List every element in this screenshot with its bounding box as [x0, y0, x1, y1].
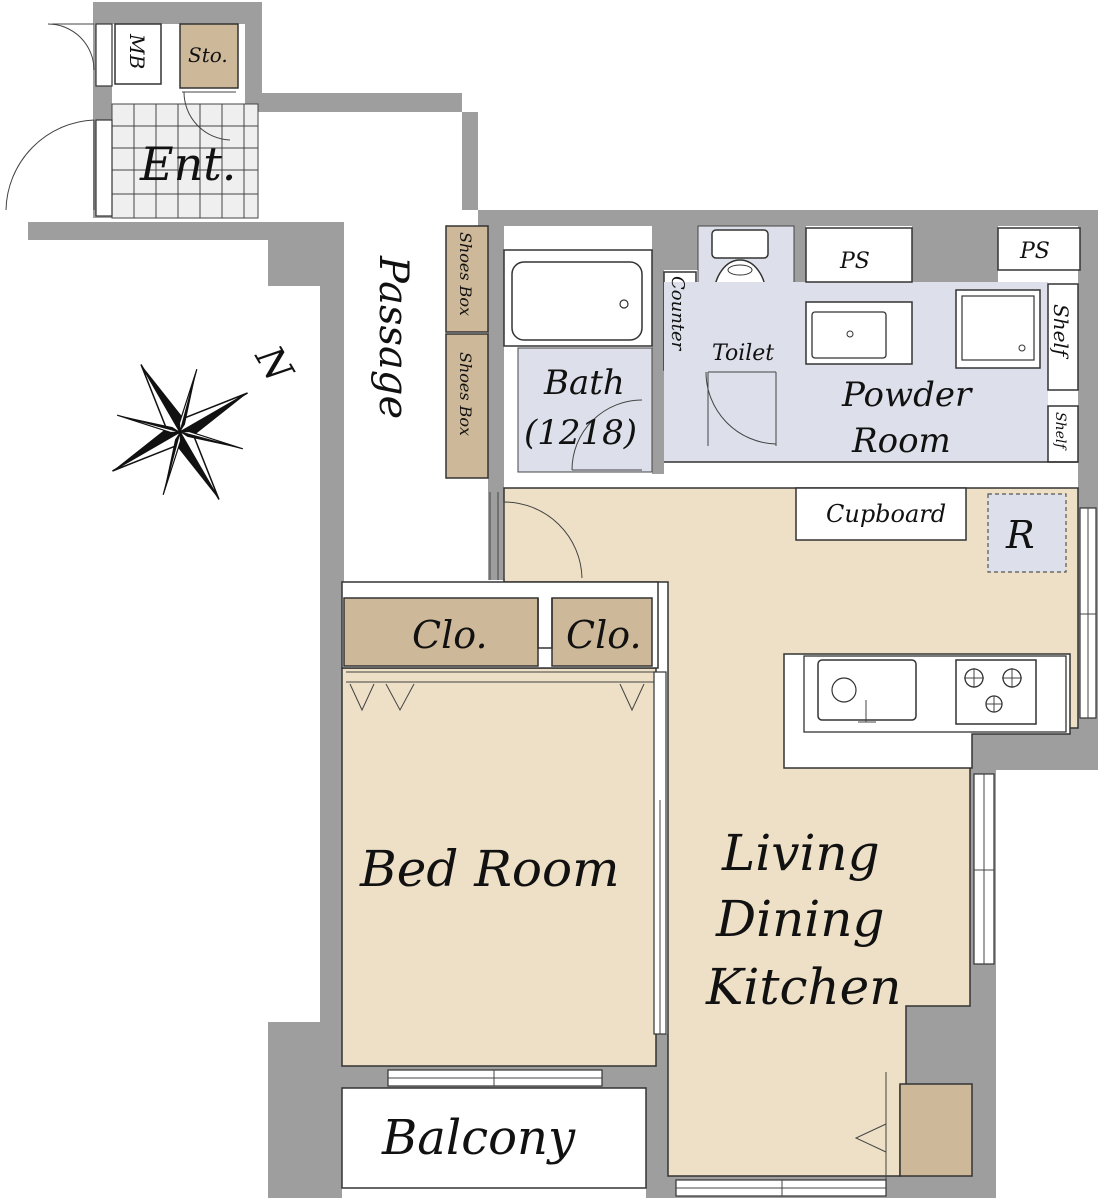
- washbasin-icon: [805, 301, 913, 365]
- shelf-2: [1047, 405, 1079, 463]
- ldk-label-1: Living: [721, 824, 880, 882]
- wall-bottom-left: [268, 1022, 344, 1088]
- balcony-label: Balcony: [381, 1110, 576, 1166]
- powder-room-label-1: Powder: [841, 375, 973, 415]
- shoes-box-2: [445, 333, 489, 479]
- wall-bath-right: [652, 270, 664, 474]
- kitchen-sink-icon: [817, 659, 917, 723]
- closets: [341, 581, 659, 712]
- doors: [5, 23, 777, 580]
- powder-room-label-2: Room: [851, 421, 951, 461]
- wall-bottom-center: [603, 1034, 668, 1198]
- ldk-label-2: Dining: [715, 890, 884, 948]
- shelf-1: [1047, 283, 1079, 391]
- passage-label: Passage: [370, 255, 416, 419]
- wall-bath-left: [488, 226, 504, 474]
- mb-label: MB: [125, 33, 149, 69]
- bath-floor: [517, 347, 653, 473]
- wall-wet-top-pillar-1: [652, 226, 698, 270]
- ps-1-label: PS: [839, 249, 870, 274]
- wall-right-pillar: [906, 1006, 996, 1086]
- shelf-1-label: Shelf: [1049, 304, 1073, 360]
- ldk-storage: [899, 1083, 973, 1177]
- shelf-2-label: Shelf: [1052, 412, 1068, 451]
- wall-left: [28, 222, 344, 1026]
- windows: [95, 23, 1097, 1197]
- wall-balcony-left: [268, 1088, 342, 1198]
- wall-passage-right: [488, 474, 504, 580]
- washing-machine-pan-icon: [955, 289, 1041, 369]
- ps-2-label: PS: [1019, 239, 1050, 264]
- cupboard: [795, 487, 967, 541]
- counter-label: Counter: [667, 276, 688, 352]
- north-label: N: [246, 338, 302, 391]
- shoes-box-1: [445, 225, 489, 333]
- shoes-box-2-label: Shoes Box: [456, 352, 475, 436]
- meter-box: [114, 23, 162, 85]
- ps-box-1: [805, 227, 913, 283]
- entrance-label: Ent.: [139, 137, 236, 191]
- bath-label: Bath: [543, 363, 625, 403]
- entrance-tile: [111, 103, 259, 219]
- bed-room-label: Bed Room: [359, 840, 620, 898]
- refrigerator-label: R: [1005, 513, 1035, 557]
- ps-box-2: [997, 227, 1081, 271]
- storage-area: [179, 23, 239, 89]
- bath-size-label: (1218): [524, 413, 637, 453]
- wall-wet-top-pillar-3: [912, 226, 998, 282]
- balcony-floor: [341, 1087, 647, 1189]
- bedroom-floor: [341, 667, 657, 1067]
- ldk-label-3: Kitchen: [705, 958, 901, 1016]
- cupboard-label: Cupboard: [826, 500, 946, 528]
- gas-stove-icon: [955, 659, 1037, 725]
- compass-rose-icon: [112, 364, 248, 500]
- bathtub-icon: [503, 249, 653, 347]
- shoes-box-1-label: Shoes Box: [456, 232, 475, 316]
- toilet-label: Toilet: [712, 341, 774, 366]
- refrigerator-space: [987, 493, 1067, 573]
- closet-2-label: Clo.: [566, 613, 642, 657]
- closet-1-label: Clo.: [412, 613, 488, 657]
- wall-left-inner: [320, 240, 344, 1026]
- storage-label: Sto.: [188, 43, 228, 67]
